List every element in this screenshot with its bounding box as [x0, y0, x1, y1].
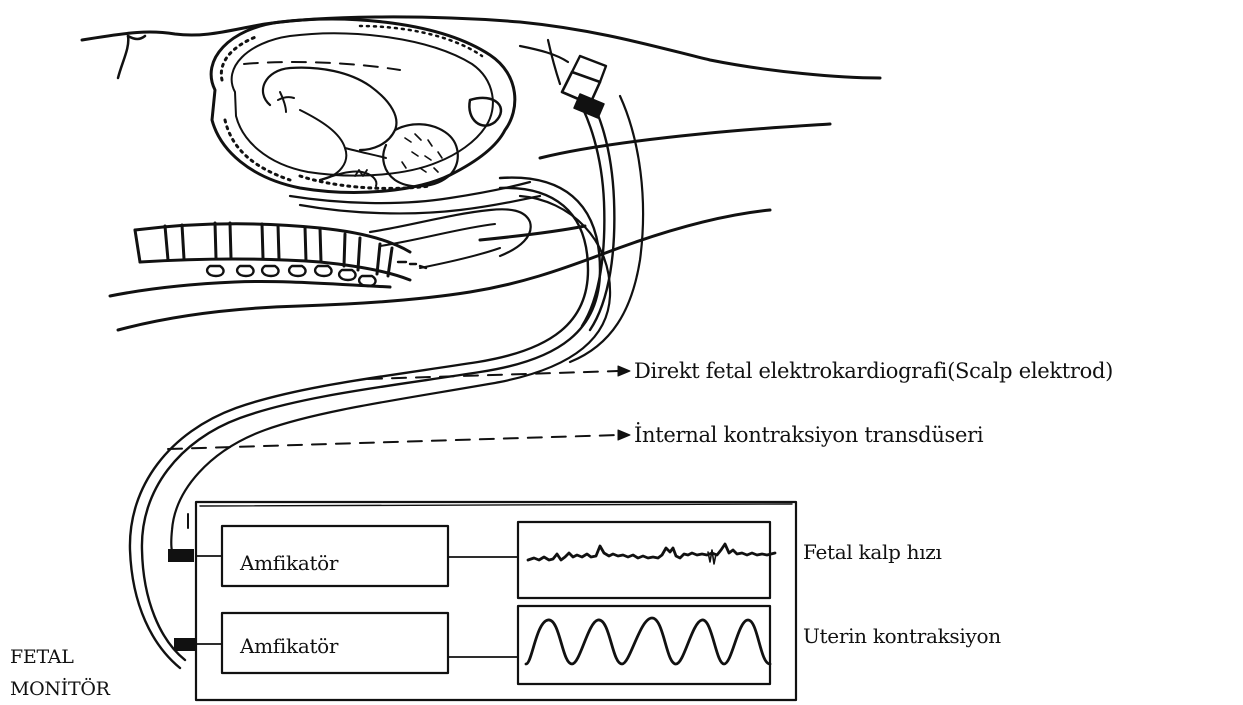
abdominal-transducer: [520, 46, 606, 118]
uterine-contraction-label: Uterin kontraksiyon: [803, 624, 1001, 648]
fetal-heart-rate-label: Fetal kalp hızı: [803, 540, 942, 564]
scalp-electrode-label: Direkt fetal elektrokardiografi(Scalp el…: [634, 359, 1113, 383]
maternal-body-outline: [82, 17, 880, 330]
monitor-title-line-1: FETAL: [10, 646, 74, 668]
arrowhead-transducer: [618, 430, 630, 440]
fhr-display: [518, 522, 770, 598]
monitor-title-line-2: MONİTÖR: [10, 678, 110, 700]
fhr-trace: [528, 544, 775, 560]
uc-trace: [526, 618, 770, 664]
arrowhead-scalp: [618, 366, 630, 376]
maternal-spine: [135, 223, 426, 286]
uc-display: [518, 606, 770, 684]
birth-canal: [290, 182, 540, 268]
amplifier-2-label: Amfikatör: [240, 634, 338, 658]
fetal-monitor: [168, 502, 796, 700]
monitor-outer-box: [196, 502, 796, 700]
connector-2: [174, 638, 196, 651]
amplifier-1-label: Amfikatör: [240, 551, 338, 575]
connector-1: [168, 549, 194, 562]
uterus: [211, 19, 515, 192]
internal-transducer-label: İnternal kontraksiyon transdüseri: [634, 423, 983, 447]
fhr-trace-spike: [708, 550, 716, 564]
